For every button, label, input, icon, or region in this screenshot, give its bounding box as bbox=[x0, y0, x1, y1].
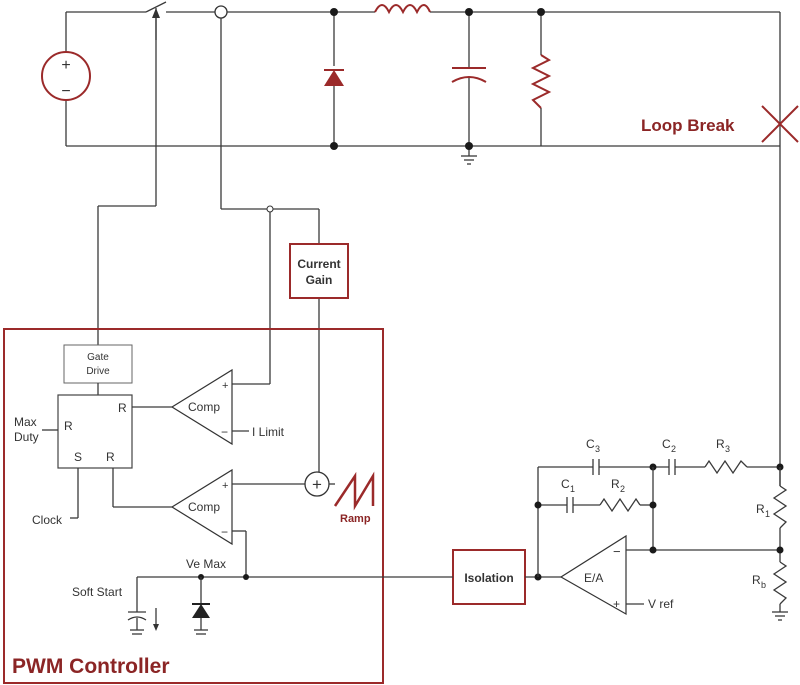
comparator-current-limit: Comp + − bbox=[170, 368, 233, 446]
svg-text:S: S bbox=[74, 450, 82, 464]
svg-text:C: C bbox=[586, 437, 595, 451]
svg-text:3: 3 bbox=[725, 444, 730, 454]
svg-text:−: − bbox=[221, 425, 228, 439]
max-duty-label-2: Duty bbox=[14, 430, 39, 444]
svg-text:1: 1 bbox=[765, 509, 770, 519]
svg-text:R: R bbox=[106, 450, 115, 464]
svg-text:+: + bbox=[613, 597, 620, 611]
pwm-controller-label: PWM Controller bbox=[12, 655, 170, 678]
svg-text:E/A: E/A bbox=[584, 571, 603, 585]
svg-text:Isolation: Isolation bbox=[464, 571, 513, 585]
svg-text:+: + bbox=[61, 57, 70, 74]
current-gain-block: Current Gain bbox=[289, 243, 349, 299]
load-resistor bbox=[530, 54, 552, 109]
svg-text:Comp: Comp bbox=[188, 500, 220, 514]
svg-text:Gain: Gain bbox=[306, 273, 333, 287]
svg-text:3: 3 bbox=[595, 444, 600, 454]
voltage-source: + − bbox=[41, 51, 91, 101]
clock-label: Clock bbox=[32, 513, 63, 527]
svg-text:Drive: Drive bbox=[86, 366, 110, 377]
current-sense-node bbox=[214, 5, 228, 19]
svg-text:C: C bbox=[662, 437, 671, 451]
svg-text:Comp: Comp bbox=[188, 400, 220, 414]
svg-text:−: − bbox=[61, 83, 70, 100]
svg-text:2: 2 bbox=[620, 484, 625, 494]
svg-text:2: 2 bbox=[671, 444, 676, 454]
control-wiring bbox=[97, 18, 320, 472]
ramp-label: Ramp bbox=[340, 513, 371, 525]
pwm-controller: PWM Controller Gate Drive R R S R Max Du… bbox=[3, 328, 400, 684]
latch-block: R R S R bbox=[57, 394, 133, 469]
i-limit-label: I Limit bbox=[252, 425, 285, 439]
ramp-waveform bbox=[333, 471, 375, 511]
svg-text:R: R bbox=[756, 502, 765, 516]
svg-text:−: − bbox=[221, 525, 228, 539]
error-amplifier: E/A − + bbox=[559, 534, 627, 616]
svg-text:+: + bbox=[312, 475, 322, 494]
svg-text:R: R bbox=[716, 437, 725, 451]
isolation-block: Isolation bbox=[452, 549, 526, 605]
soft-start-capacitor bbox=[127, 577, 159, 635]
v-ref-label: V ref bbox=[648, 597, 674, 611]
svg-text:+: + bbox=[222, 480, 228, 492]
svg-text:+: + bbox=[222, 380, 228, 392]
inductor bbox=[374, 4, 431, 15]
svg-text:1: 1 bbox=[570, 484, 575, 494]
svg-text:Current: Current bbox=[297, 257, 340, 271]
loop-break-mark bbox=[761, 105, 799, 143]
clamp-zener bbox=[192, 577, 210, 635]
freewheel-diode bbox=[324, 69, 344, 86]
svg-text:R: R bbox=[611, 477, 620, 491]
gate-drive-block: Gate Drive bbox=[63, 344, 133, 384]
svg-text:R: R bbox=[752, 573, 761, 587]
svg-text:R: R bbox=[118, 401, 127, 415]
svg-text:−: − bbox=[613, 544, 621, 559]
loop-break-label: Loop Break bbox=[641, 116, 735, 135]
svg-text:Gate: Gate bbox=[87, 352, 109, 363]
svg-text:C: C bbox=[561, 477, 570, 491]
soft-start-label: Soft Start bbox=[72, 585, 123, 599]
max-duty-label-1: Max bbox=[14, 415, 37, 429]
power-stage: + − bbox=[41, 1, 780, 165]
output-capacitor bbox=[451, 67, 487, 83]
comparator-pwm: Comp + − bbox=[170, 468, 233, 546]
ve-max-label: Ve Max bbox=[186, 557, 226, 571]
feedback-line: Loop Break bbox=[641, 12, 799, 486]
summing-junction: + bbox=[304, 471, 330, 497]
svg-text:b: b bbox=[761, 580, 766, 590]
svg-text:R: R bbox=[64, 419, 73, 433]
